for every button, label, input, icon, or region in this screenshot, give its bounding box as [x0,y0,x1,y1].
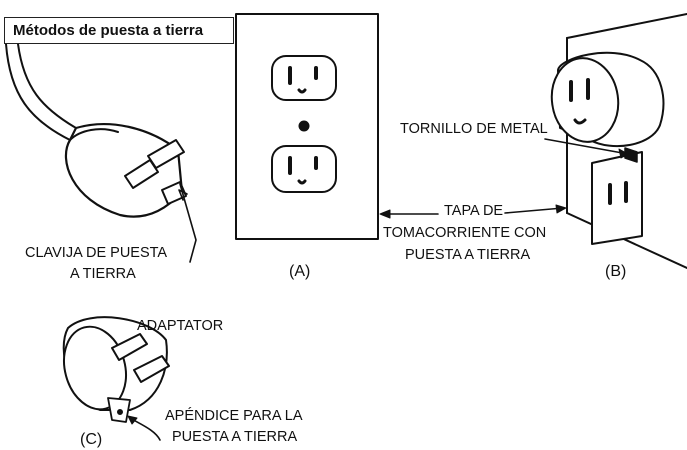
label-cover-plate-line3: PUESTA A TIERRA [405,247,531,263]
outlet-bottom [271,145,337,193]
plate-b [591,151,643,245]
label-cover-plate-line2: TOMACORRIENTE CON [383,225,547,241]
wall-perspective-b [544,13,687,269]
outlet-top [271,55,337,101]
figure-label-b: (B) [605,263,627,280]
label-metal-screw: TORNILLO DE METAL [400,121,548,137]
label-cover-plate-line1: TAPA DE [444,203,504,219]
label-grounding-tab-line1: APÉNDICE PARA LA [165,408,303,424]
label-grounding-tab-line2: PUESTA A TIERRA [172,429,298,445]
label-ground-pin-line2: A TIERRA [70,266,136,282]
grounded-plug [5,43,197,263]
diagram-title: Métodos de puesta a tierra [4,17,234,44]
adapter-plugged-b [550,51,665,163]
wall-plate-a [235,13,379,240]
adapter-c [62,316,170,441]
label-adapter: ADAPTATOR [137,318,224,334]
label-ground-pin-line1: CLAVIJA DE PUESTA [25,245,168,261]
cover-plate-arrows [379,204,567,219]
center-screw [298,120,310,132]
figure-label-a: (A) [289,263,311,280]
figure-label-c: (C) [80,431,103,448]
